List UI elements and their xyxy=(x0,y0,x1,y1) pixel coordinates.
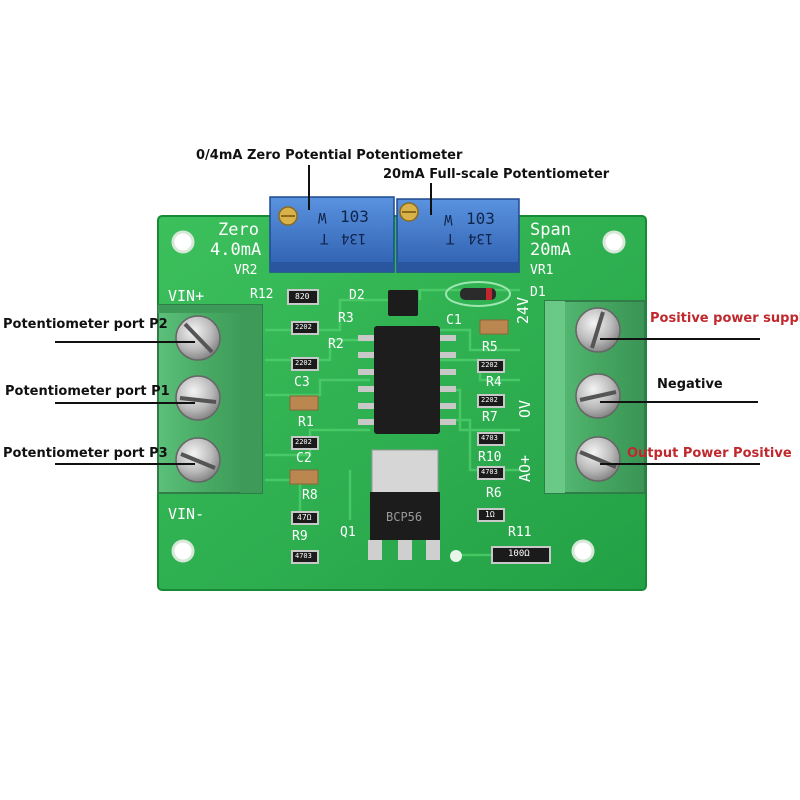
label-vr1: VR1 xyxy=(530,263,554,278)
label-r10: R10 xyxy=(478,450,502,465)
res-r8-marking: 47Ω xyxy=(297,513,312,522)
diode-d1 xyxy=(445,281,511,307)
leader-line-p2 xyxy=(55,341,195,343)
ic-chip xyxy=(358,326,456,434)
capacitors xyxy=(289,319,509,485)
callout-port-p3: Potentiometer port P3 xyxy=(3,446,168,461)
label-r11: R11 xyxy=(508,525,532,540)
pot-vr1-code2: 134 xyxy=(468,230,494,246)
res-r10-marking: 4703 xyxy=(481,468,498,476)
pot-vr2-code: 103 xyxy=(340,207,369,226)
label-q1: Q1 xyxy=(340,525,356,540)
leader-line-zero xyxy=(308,165,310,210)
label-vr2: VR2 xyxy=(234,263,258,278)
label-r7: R7 xyxy=(482,410,498,425)
pot-vr1-w: W xyxy=(444,211,453,227)
label-r3: R3 xyxy=(338,311,354,326)
res-r11-marking: 100Ω xyxy=(508,549,530,559)
label-r4: R4 xyxy=(486,375,502,390)
label-c2: C2 xyxy=(296,451,312,466)
pot-vr1-code: 103 xyxy=(466,209,495,228)
label-r1: R1 xyxy=(298,415,314,430)
res-marking: 2202 xyxy=(295,323,312,331)
res-marking: 2202 xyxy=(295,359,312,367)
label-zero-value: 4.0mA xyxy=(210,240,262,260)
label-bcp56: BCP56 xyxy=(386,510,423,524)
label-ov: OV xyxy=(516,399,534,418)
mounting-holes xyxy=(171,230,626,563)
leader-line-span xyxy=(430,183,432,215)
label-span-value: 20mA xyxy=(530,240,571,260)
callout-span-potentiometer: 20mA Full-scale Potentiometer xyxy=(383,167,610,182)
via xyxy=(450,550,462,562)
leader-line-p1 xyxy=(55,402,195,404)
label-r2: R2 xyxy=(328,337,344,352)
callout-zero-potentiometer: 0/4mA Zero Potential Potentiometer xyxy=(196,148,463,163)
diode-d2 xyxy=(388,290,418,316)
leader-line-negative xyxy=(600,401,758,403)
transistor-q1 xyxy=(368,449,440,560)
resistors xyxy=(287,289,551,564)
label-r8: R8 xyxy=(302,488,318,503)
callout-negative: Negative xyxy=(657,377,723,392)
pot-vr2-t: T xyxy=(320,230,329,246)
res-marking: 2202 xyxy=(481,361,498,369)
label-d1: D1 xyxy=(530,285,546,300)
left-screws xyxy=(175,315,221,483)
res-marking: 2202 xyxy=(295,438,312,446)
res-r7-marking: 4703 xyxy=(481,434,498,442)
label-r5: R5 xyxy=(482,340,498,355)
callout-positive-power-supply: Positive power supply xyxy=(650,311,800,326)
leader-line-p3 xyxy=(55,463,195,465)
label-r6: R6 xyxy=(486,486,502,501)
label-d2: D2 xyxy=(349,288,365,303)
res-marking: 2202 xyxy=(481,396,498,404)
pot-vr2-code2: 134 xyxy=(341,230,367,246)
label-24v: 24V xyxy=(514,296,532,324)
pot-vr1-t: T xyxy=(446,230,455,246)
label-c1: C1 xyxy=(446,313,462,328)
potentiometer-vr1 xyxy=(396,198,520,273)
label-zero: Zero xyxy=(218,220,259,240)
res-r12-marking: 820 xyxy=(295,292,310,301)
potentiometer-vr2 xyxy=(269,196,395,273)
callout-output-power-positive: Output Power Positive xyxy=(627,446,792,461)
callout-port-p2: Potentiometer port P2 xyxy=(3,317,168,332)
label-vin-plus: VIN+ xyxy=(168,287,205,305)
label-r12: R12 xyxy=(250,287,274,302)
leader-line-pos-supply xyxy=(600,338,760,340)
res-r6-marking: 1Ω xyxy=(485,510,495,519)
label-ao-plus: AO+ xyxy=(516,454,534,482)
right-screws xyxy=(575,307,621,482)
label-r9: R9 xyxy=(292,529,308,544)
label-c3: C3 xyxy=(294,375,310,390)
label-vin-minus: VIN- xyxy=(168,505,205,523)
pot-vr2-w: W xyxy=(318,209,327,225)
leader-line-out-pos xyxy=(600,463,760,465)
label-span: Span xyxy=(530,220,571,240)
res-r9-marking: 4703 xyxy=(295,552,312,560)
callout-port-p1: Potentiometer port P1 xyxy=(5,384,170,399)
